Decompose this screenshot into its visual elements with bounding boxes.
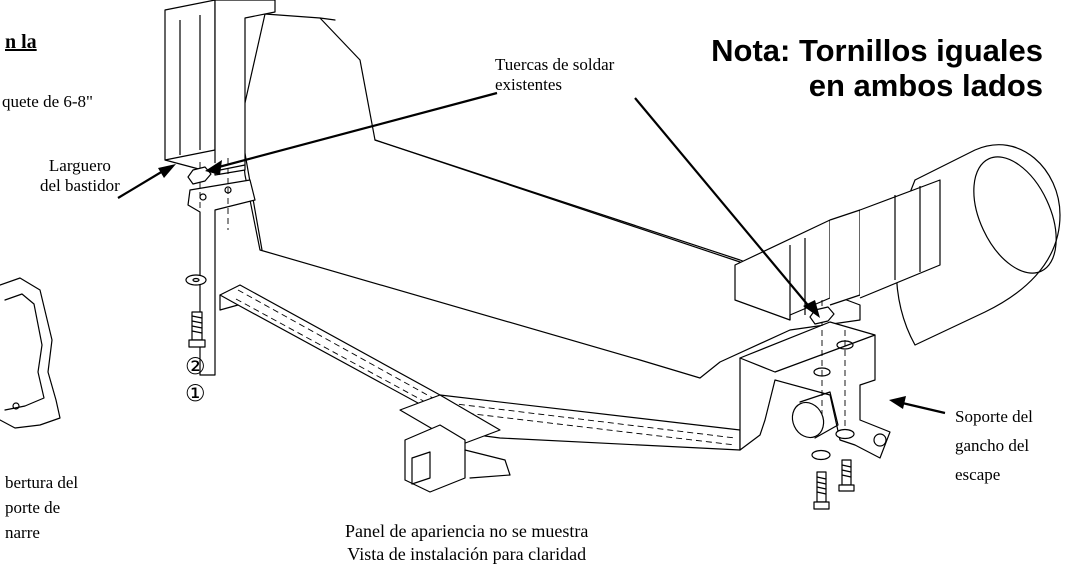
arrow-icon xyxy=(205,91,498,175)
heading-partial: n la xyxy=(5,31,37,53)
weld-nut-left xyxy=(187,166,212,185)
exhaust-hanger-label: Soporte del gancho del escape xyxy=(955,407,1033,484)
step-2-marker: ② xyxy=(185,354,206,380)
caption: Panel de apariencia no se muestra Vista … xyxy=(345,521,589,564)
bolt-icon xyxy=(838,459,855,492)
arrow-icon xyxy=(117,164,176,199)
weld-nuts-label: Tuercas de soldar existentes xyxy=(495,55,615,94)
left-hitch-bracket xyxy=(187,158,256,376)
receiver-tube xyxy=(399,394,511,493)
opening-label-partial: bertura del porte de narre xyxy=(5,473,79,542)
frame-rail-label: Larguero del bastidor xyxy=(40,156,120,195)
step-1-marker: ① xyxy=(185,381,206,407)
bolt-icon xyxy=(813,471,830,510)
arrow-icon xyxy=(634,97,820,318)
arrow-icon xyxy=(889,396,946,415)
left-bracket-partial xyxy=(0,277,61,429)
washer-icon xyxy=(811,428,855,461)
muffler-icon xyxy=(895,144,1061,346)
right-frame-rail xyxy=(734,179,941,321)
bolt-icon xyxy=(188,311,206,348)
exhaust-pipe xyxy=(791,391,839,439)
left-frame-rail xyxy=(164,0,276,176)
right-hitch-bracket xyxy=(739,300,891,459)
package-label-partial: quete de 6-8" xyxy=(2,92,93,111)
note-title: Nota: Tornillos iguales en ambos lados xyxy=(711,33,1043,103)
washer-icon xyxy=(185,274,207,286)
